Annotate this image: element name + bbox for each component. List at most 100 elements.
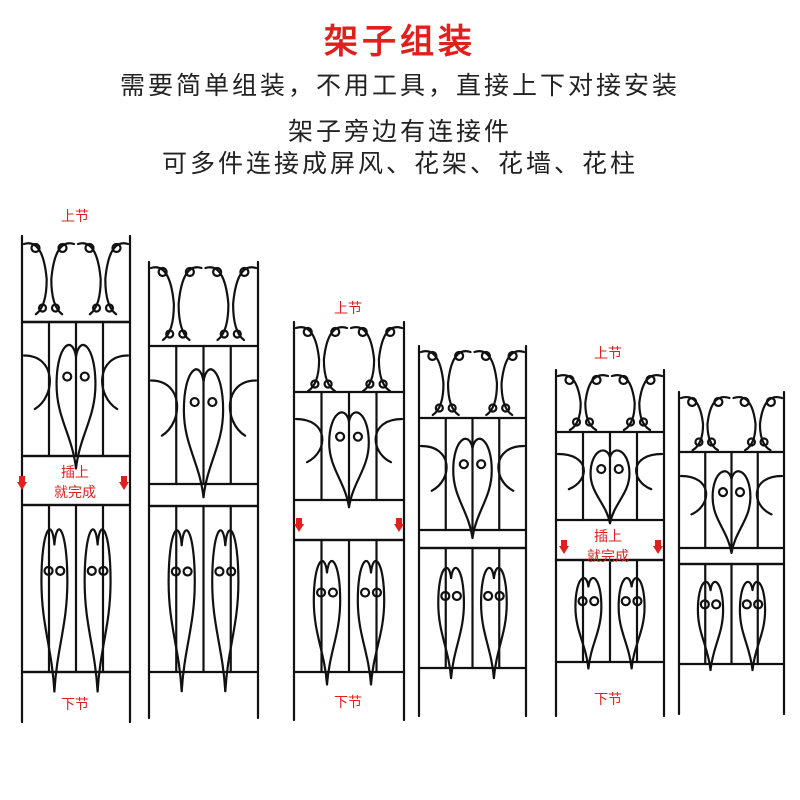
heart-scroll	[96, 528, 112, 693]
scroll-curl	[177, 266, 203, 342]
scroll-eye	[589, 596, 600, 607]
scroll-eye	[315, 587, 327, 598]
scroll-eye	[207, 396, 218, 408]
scroll-curl	[101, 354, 130, 411]
heart-scroll	[347, 411, 370, 509]
insert-label-3: 插上	[594, 529, 622, 545]
scroll-eye	[378, 379, 388, 389]
red-down-arrow-icon	[394, 518, 404, 532]
scroll-eye	[310, 379, 320, 389]
scroll-eye	[323, 379, 333, 389]
scroll-eye	[476, 459, 487, 470]
heart-scroll	[312, 559, 329, 686]
scroll-eye	[739, 396, 750, 408]
scroll-curl	[232, 266, 258, 342]
heart-scroll	[452, 437, 474, 540]
heart-scroll	[492, 566, 508, 680]
scroll-eye	[43, 565, 54, 576]
scroll-eye	[618, 374, 629, 386]
scroll-curl	[374, 417, 404, 464]
scroll-curl	[204, 266, 230, 342]
scroll-eye	[214, 566, 225, 577]
scroll-eye	[352, 431, 364, 442]
scroll-eye	[365, 379, 375, 389]
heart-scroll	[356, 559, 373, 686]
scroll-eye	[98, 565, 109, 576]
heart-scroll	[574, 577, 590, 670]
scroll-eye	[571, 417, 582, 427]
scroll-eye	[440, 590, 451, 602]
scroll-eye	[687, 396, 698, 408]
heart-scroll	[587, 577, 603, 670]
scroll-eye	[357, 326, 368, 338]
scroll-eye	[458, 459, 469, 470]
lower-section-label-2: 下节	[334, 695, 362, 711]
red-down-arrow-icon	[17, 476, 27, 490]
scroll-eye	[84, 242, 95, 254]
upper-section-label-3: 上节	[594, 346, 622, 362]
done-label-3: 就完成	[587, 549, 629, 565]
heart-scroll	[738, 580, 754, 672]
scroll-curl	[755, 474, 784, 516]
scroll-eye	[86, 565, 97, 576]
scroll-eye	[596, 463, 607, 475]
scroll-eye	[55, 565, 66, 576]
heart-scroll	[751, 580, 767, 672]
heart-scroll	[328, 411, 351, 509]
scroll-eye	[577, 596, 588, 607]
scroll-eye	[79, 371, 90, 382]
scroll-eye	[165, 329, 175, 339]
scroll-eye	[711, 599, 722, 610]
scroll-eye	[50, 303, 61, 313]
scroll-eye	[699, 599, 710, 610]
heart-scroll	[325, 559, 342, 686]
scroll-eye	[327, 587, 339, 598]
heart-scroll	[211, 529, 227, 693]
scroll-eye	[111, 242, 122, 254]
heart-scroll	[450, 566, 466, 680]
page-title: 架子组装	[324, 22, 476, 62]
insert-label-1: 插上	[61, 465, 89, 481]
scroll-curl	[635, 452, 664, 491]
scroll-eye	[483, 590, 494, 602]
scroll-eye	[564, 374, 575, 386]
instruction-line-3: 可多件连接成屏风、花架、花墙、花柱	[161, 149, 638, 178]
scroll-curl	[679, 474, 708, 516]
scroll-eye	[302, 326, 313, 338]
heart-scroll	[369, 559, 386, 686]
instruction-line-2: 架子旁边有连接件	[287, 117, 512, 146]
scroll-eye	[734, 487, 746, 498]
red-down-arrow-icon	[119, 476, 129, 490]
scroll-eye	[371, 587, 383, 598]
scroll-eye	[232, 329, 242, 339]
heart-scroll	[55, 344, 78, 470]
scroll-eye	[330, 326, 341, 338]
scroll-eye	[717, 487, 729, 498]
scroll-eye	[226, 566, 237, 577]
scroll-eye	[212, 266, 223, 278]
heart-scroll	[202, 368, 225, 499]
red-down-arrow-icon	[294, 518, 304, 532]
upper-section-label-2: 上节	[334, 301, 362, 317]
scroll-eye	[184, 266, 195, 278]
scroll-curl	[419, 444, 448, 492]
scroll-eye	[713, 396, 724, 408]
scroll-curl	[149, 379, 178, 437]
heart-scroll	[696, 580, 712, 672]
scroll-eye	[104, 303, 115, 313]
scroll-eye	[501, 403, 511, 413]
done-label-1: 就完成	[54, 485, 96, 501]
red-down-arrow-icon	[653, 540, 663, 554]
scroll-curl	[229, 379, 258, 437]
scroll-eye	[454, 350, 465, 362]
scroll-eye	[239, 266, 250, 278]
scroll-eye	[385, 326, 396, 338]
lower-section-label-1: 下节	[61, 697, 89, 713]
heart-scroll	[182, 368, 205, 499]
instruction-line-1: 需要简单组装，不用工具，直接上下对接安装	[119, 71, 680, 100]
heart-scroll	[617, 577, 633, 670]
heart-scroll	[709, 580, 725, 672]
scroll-curl	[149, 266, 175, 342]
scroll-eye	[427, 350, 438, 362]
